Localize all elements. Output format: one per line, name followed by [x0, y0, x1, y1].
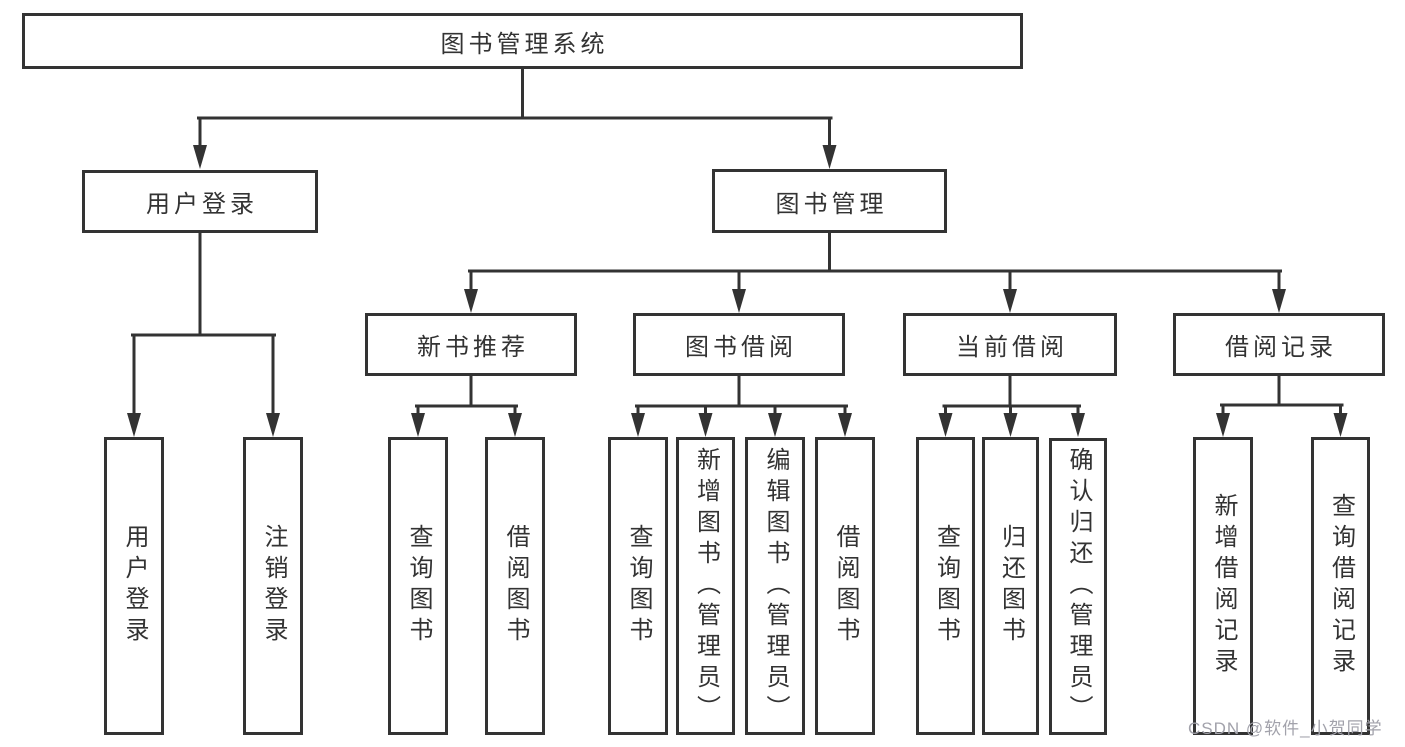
node-borrowing-records: 借阅记录	[1173, 313, 1385, 376]
node-edit-books-admin: 编辑图书（管理员）	[745, 437, 805, 735]
node-borrow-books-recommend: 借阅图书	[485, 437, 545, 735]
node-user-login: 用户登录	[104, 437, 164, 735]
node-add-books-admin: 新增图书（管理员）	[676, 437, 735, 735]
node-query-books-recommend: 查询图书	[388, 437, 448, 735]
node-book-borrowing: 图书借阅	[633, 313, 845, 376]
node-current-borrowing: 当前借阅	[903, 313, 1117, 376]
node-query-books-borrowing: 查询图书	[608, 437, 668, 735]
node-book-management: 图书管理	[712, 169, 947, 233]
node-library-management-system: 图书管理系统	[22, 13, 1023, 69]
node-add-borrow-record: 新增借阅记录	[1193, 437, 1253, 735]
node-return-books: 归还图书	[982, 437, 1039, 735]
csdn-watermark: CSDN @软件_小贺同学	[1188, 719, 1383, 738]
node-query-borrow-record: 查询借阅记录	[1311, 437, 1370, 735]
node-user-login-group: 用户登录	[82, 170, 318, 233]
node-logout: 注销登录	[243, 437, 303, 735]
node-borrow-books: 借阅图书	[815, 437, 875, 735]
node-new-book-recommendation: 新书推荐	[365, 313, 577, 376]
node-query-books-current: 查询图书	[916, 437, 975, 735]
node-confirm-return-admin: 确认归还（管理员）	[1049, 438, 1107, 735]
